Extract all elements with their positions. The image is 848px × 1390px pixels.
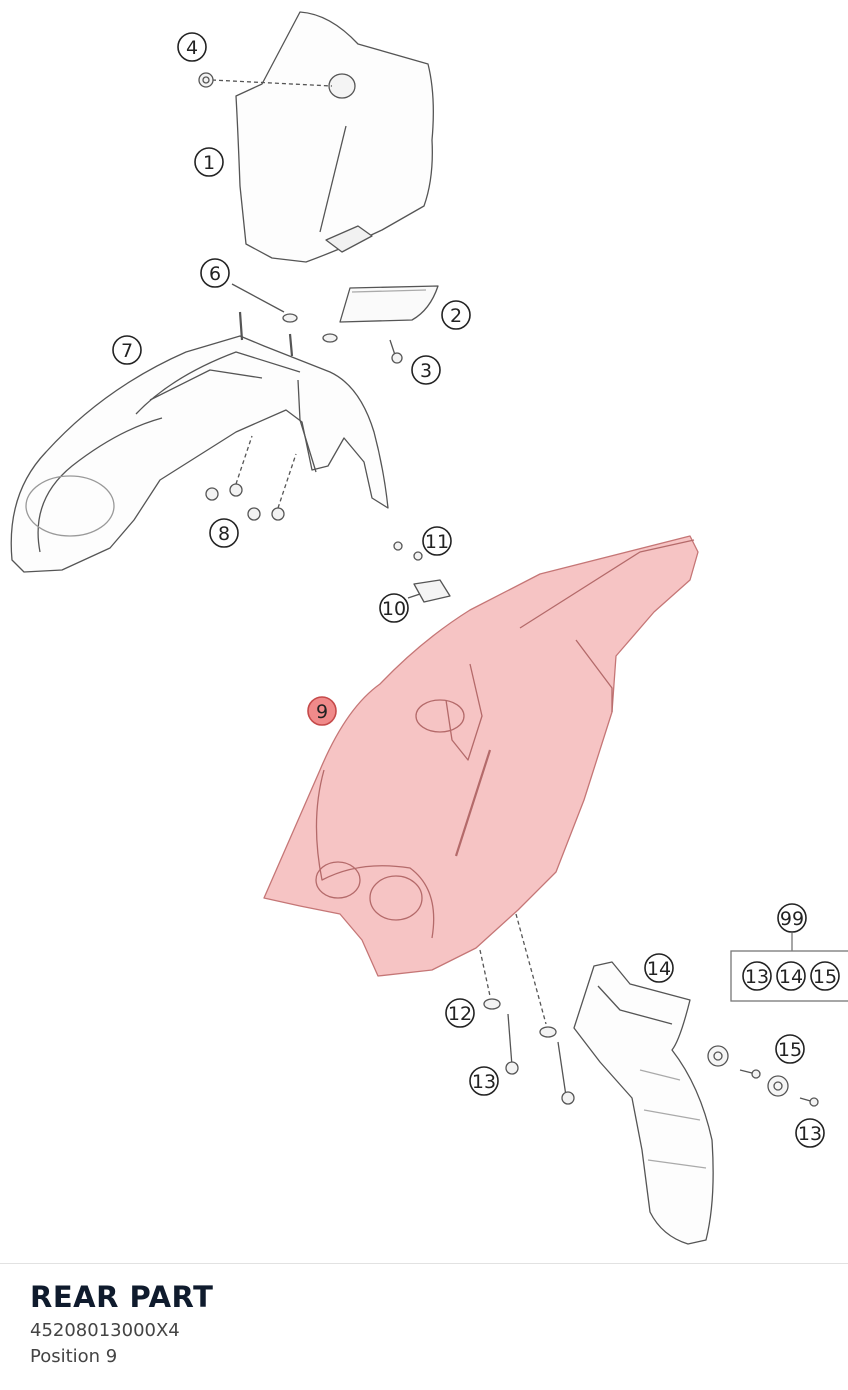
- callout-13: 13: [795, 1118, 825, 1148]
- kit-callout-14: 14: [776, 961, 806, 991]
- svg-text:15: 15: [778, 1039, 802, 1061]
- kit-callout-15: 15: [810, 961, 840, 991]
- svg-text:6: 6: [209, 263, 221, 285]
- svg-text:9: 9: [316, 701, 328, 723]
- part-info-footer: REAR PART 45208013000X4 Position 9: [30, 1280, 213, 1370]
- svg-text:13: 13: [745, 966, 769, 988]
- svg-text:13: 13: [472, 1071, 496, 1093]
- number-plate-part: [211, 11, 434, 263]
- callout-7: 7: [112, 335, 142, 365]
- nut-part-6: [231, 283, 338, 343]
- kit-99-group: [730, 933, 848, 1002]
- callout-15: 15: [775, 1034, 805, 1064]
- callout-13: 13: [469, 1066, 499, 1096]
- part-position: Position 9: [30, 1346, 118, 1367]
- svg-text:11: 11: [425, 531, 449, 553]
- grommet-part-15: [707, 1045, 819, 1107]
- callout-12: 12: [445, 998, 475, 1028]
- rear-part-highlighted: [263, 535, 699, 977]
- callout-6: 6: [200, 258, 230, 288]
- footer-divider: [0, 1263, 848, 1264]
- kit-callout-13: 13: [742, 961, 772, 991]
- svg-text:99: 99: [780, 908, 804, 930]
- callout-99: 99: [777, 903, 807, 933]
- screw-part-8: [205, 435, 297, 521]
- svg-text:10: 10: [382, 598, 406, 620]
- bracket-part-10: [407, 579, 451, 603]
- callout-4: 4: [177, 32, 207, 62]
- callout-1: 1: [194, 147, 224, 177]
- bolt-part-12: [479, 913, 557, 1038]
- svg-text:4: 4: [186, 37, 198, 59]
- svg-text:3: 3: [420, 360, 432, 382]
- svg-text:1: 1: [203, 152, 215, 174]
- svg-text:14: 14: [779, 966, 803, 988]
- screw-part-3: [389, 339, 403, 364]
- callout-2: 2: [441, 300, 471, 330]
- side-cover-part: [573, 961, 714, 1245]
- callout-14: 14: [644, 953, 674, 983]
- callout-9-highlighted: 9: [307, 696, 337, 726]
- bolt-part-13: [505, 1013, 575, 1105]
- callout-10: 10: [379, 593, 409, 623]
- svg-text:13: 13: [798, 1123, 822, 1145]
- callout-8: 8: [209, 518, 239, 548]
- svg-text:7: 7: [121, 340, 133, 362]
- part-title: REAR PART: [30, 1280, 214, 1314]
- front-fender-part: [10, 311, 389, 573]
- decal-part: [339, 285, 439, 323]
- svg-text:12: 12: [448, 1003, 472, 1025]
- svg-text:8: 8: [218, 523, 230, 545]
- screw-part-11: [393, 541, 423, 561]
- svg-text:2: 2: [450, 305, 462, 327]
- svg-text:14: 14: [647, 958, 671, 980]
- part-number: 45208013000X4: [30, 1320, 180, 1341]
- callout-3: 3: [411, 355, 441, 385]
- callout-11: 11: [422, 526, 452, 556]
- screw-part-4: [198, 72, 214, 88]
- exploded-parts-diagram: 4 1 6 2 7 3 8 11 10 9 99 14 12 15 13 13 …: [10, 11, 848, 1245]
- svg-text:15: 15: [813, 966, 837, 988]
